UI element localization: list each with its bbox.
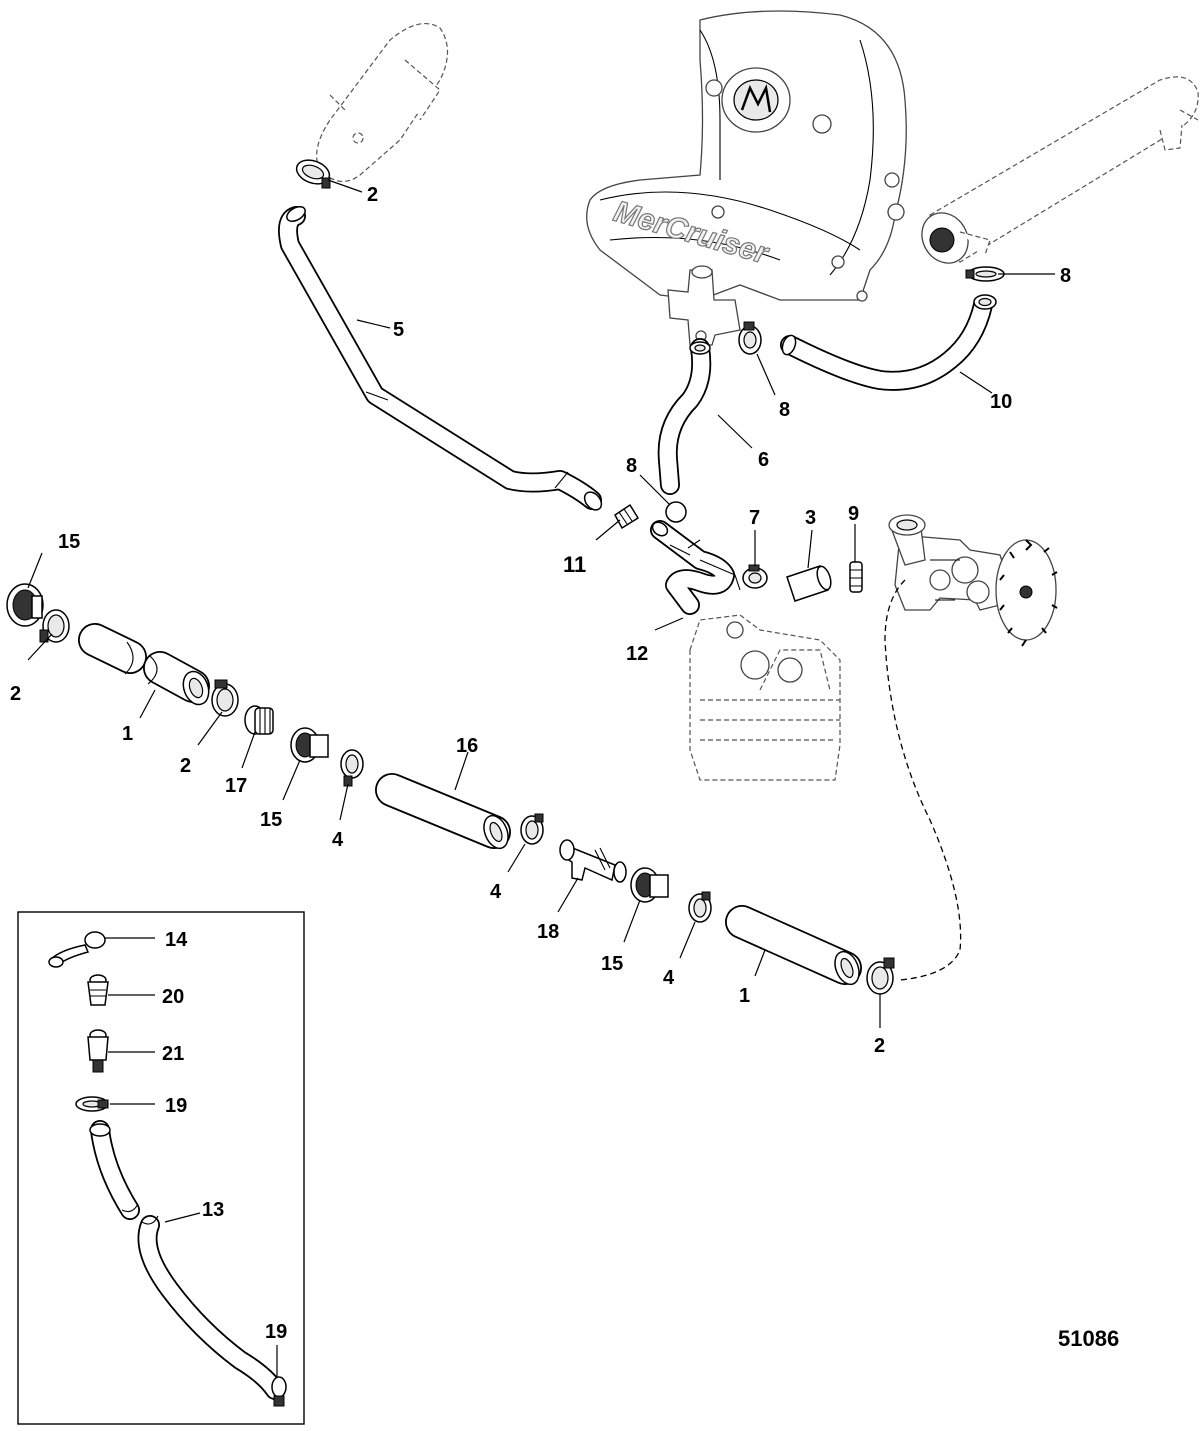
tee-fitting-18 xyxy=(559,839,627,883)
callout-11: 11 xyxy=(563,552,586,577)
clamp-19-b xyxy=(271,1376,287,1407)
callout-15-left: 15 xyxy=(58,531,80,553)
diagram-number: 51086 xyxy=(1058,1326,1119,1351)
callout-2-mid: 2 xyxy=(180,755,191,777)
callout-4-c: 4 xyxy=(663,967,675,989)
callout-19-a: 19 xyxy=(165,1095,187,1117)
hose-13 xyxy=(89,1120,285,1400)
fitting-20 xyxy=(87,974,109,1006)
clamp-7 xyxy=(742,564,768,589)
leader-lines xyxy=(27,179,1055,1378)
hose-6 xyxy=(657,338,712,495)
callout-18: 18 xyxy=(537,921,559,943)
cap-14 xyxy=(48,931,106,968)
callout-15-right: 15 xyxy=(601,953,623,975)
seawater-pump xyxy=(888,514,1058,647)
clamp-4-b xyxy=(520,813,544,845)
callout-7: 7 xyxy=(749,507,760,529)
hose-1-right xyxy=(725,905,862,986)
callout-4-a: 4 xyxy=(332,829,344,851)
callout-9: 9 xyxy=(848,503,859,525)
callout-21: 21 xyxy=(162,1043,184,1065)
fitting-21 xyxy=(87,1029,109,1073)
callout-5: 5 xyxy=(393,319,404,341)
fitting-17 xyxy=(244,705,274,735)
callout-15-mid: 15 xyxy=(260,809,282,831)
callout-labels: 2 5 8 10 8 6 8 7 3 9 11 12 15 2 1 2 17 1… xyxy=(10,184,1071,1343)
exhaust-manifold-ghost: MerCruiser xyxy=(586,10,907,346)
hose-10 xyxy=(780,294,997,391)
callout-3: 3 xyxy=(805,507,816,529)
callout-1-right: 1 xyxy=(739,985,750,1007)
callout-1-left: 1 xyxy=(122,723,133,745)
callout-14: 14 xyxy=(165,929,188,951)
clamp-19-a xyxy=(75,1096,109,1112)
clamp-4-a xyxy=(340,749,364,787)
clamp-4-c xyxy=(688,891,712,923)
hose-1-left xyxy=(78,623,210,706)
callout-19-b: 19 xyxy=(265,1321,287,1343)
cooler-ghost-top-right xyxy=(921,76,1199,264)
callout-6: 6 xyxy=(758,449,769,471)
fitting-11 xyxy=(614,503,640,530)
clamp-2-mid xyxy=(211,679,239,717)
fitting-15-left xyxy=(6,583,44,627)
callout-8-ring: 8 xyxy=(626,455,637,477)
fitting-9 xyxy=(849,561,863,593)
clamp-2-right xyxy=(866,957,895,995)
hose-routing-dashed xyxy=(884,579,962,981)
callout-8-right: 8 xyxy=(1060,265,1071,287)
fuel-module-ghost xyxy=(689,614,841,781)
clamp-2-top xyxy=(295,159,331,189)
callout-13: 13 xyxy=(202,1199,224,1221)
fitting-15-mid xyxy=(290,727,329,763)
fitting-15-right xyxy=(630,867,669,903)
clamp-8-right xyxy=(965,266,1005,282)
callout-12: 12 xyxy=(626,643,648,665)
callout-8-mid: 8 xyxy=(779,399,790,421)
hose-3 xyxy=(786,565,832,602)
callout-2-right: 2 xyxy=(874,1035,885,1057)
callout-2-top: 2 xyxy=(367,184,378,206)
callout-2-left: 2 xyxy=(10,683,21,705)
inset-panel xyxy=(17,911,305,1425)
callout-16: 16 xyxy=(456,735,478,757)
hose-12 xyxy=(650,520,741,615)
callout-4-b: 4 xyxy=(490,881,502,903)
hose-16 xyxy=(375,773,511,850)
callout-17: 17 xyxy=(225,775,247,797)
hose-5 xyxy=(278,206,603,511)
callout-20: 20 xyxy=(162,986,184,1008)
clamp-8-mid xyxy=(738,321,762,355)
ring-8 xyxy=(665,501,687,523)
callout-10: 10 xyxy=(990,391,1012,413)
cooler-ghost-top-left xyxy=(316,22,449,182)
clamp-2-left xyxy=(39,609,70,643)
